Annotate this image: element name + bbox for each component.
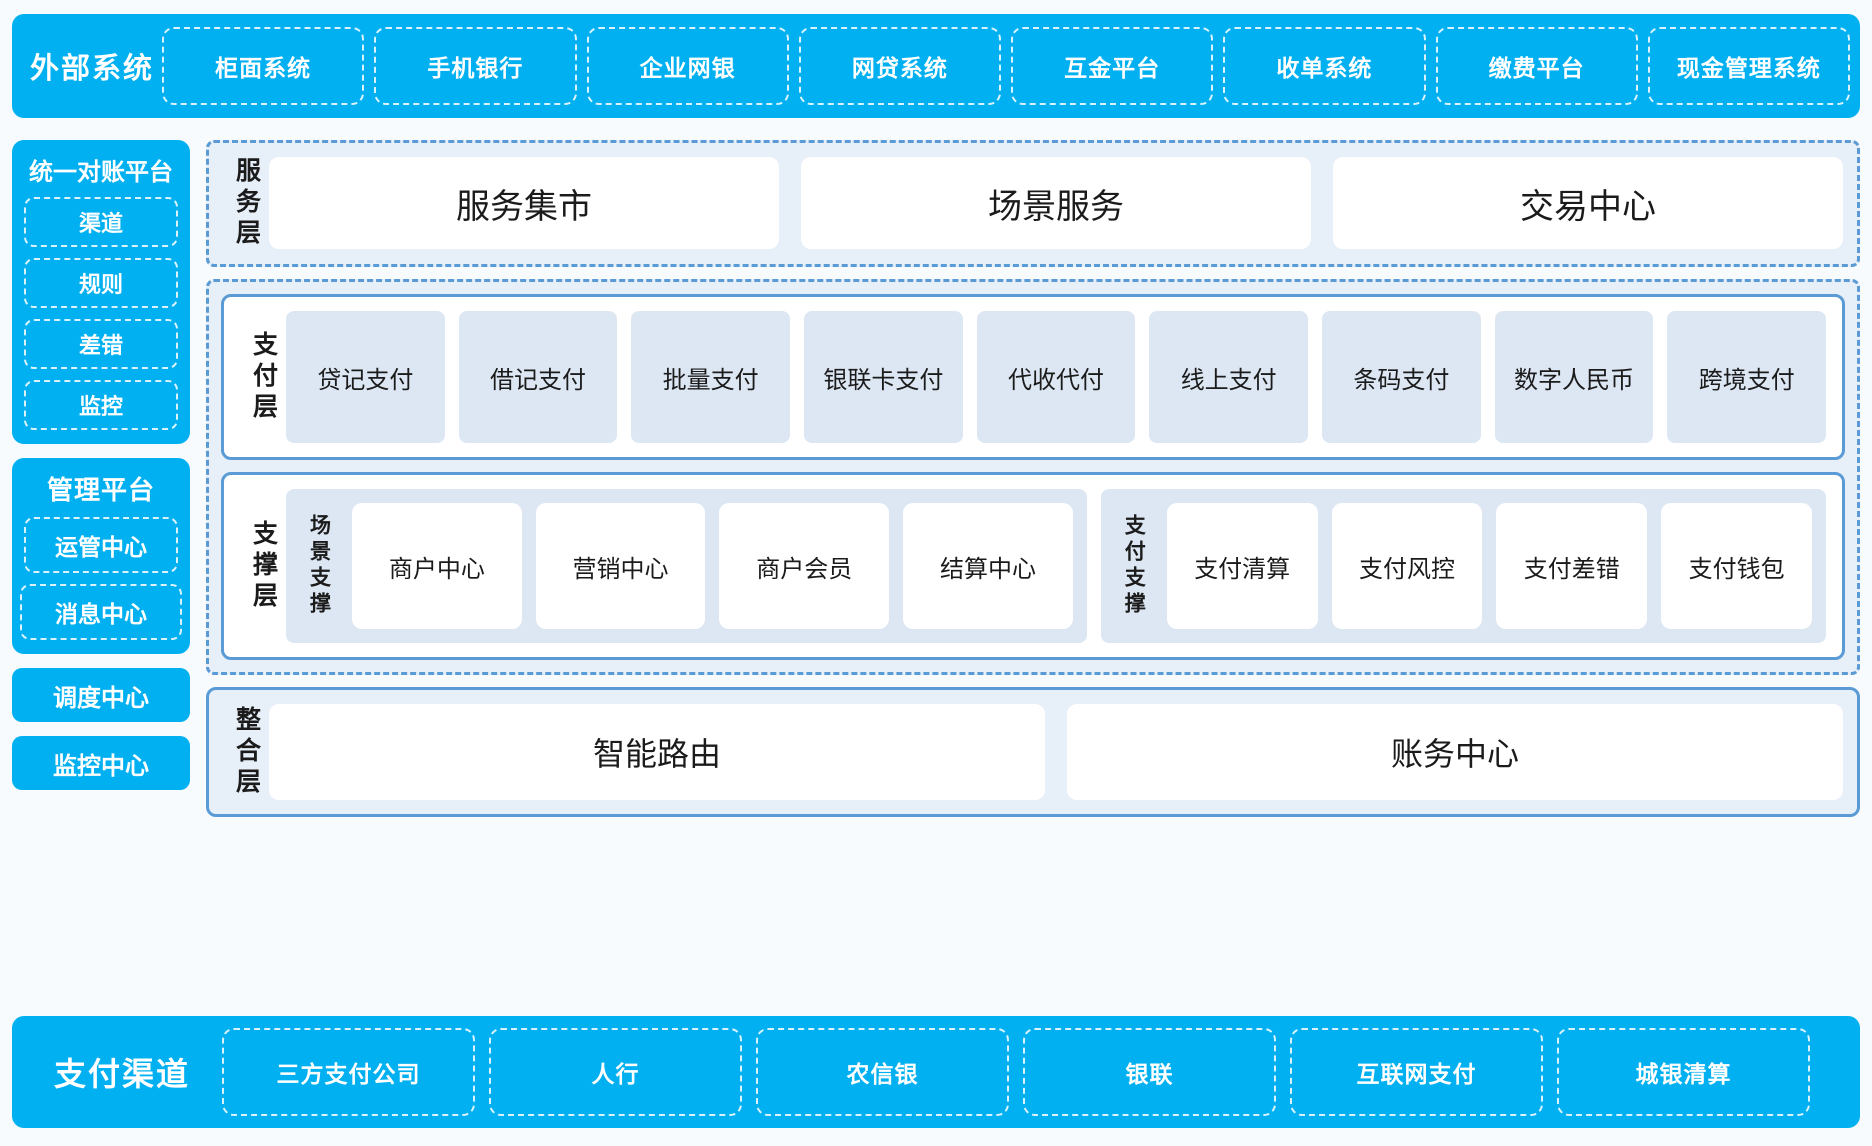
sidebar-item-ops-center[interactable]: 运管中心 — [24, 517, 178, 573]
integration-card-accounting-center[interactable]: 账务中心 — [1067, 704, 1843, 800]
external-system-item[interactable]: 手机银行 — [374, 27, 577, 105]
reconcile-platform-panel: 统一对账平台 渠道 规则 差错 监控 — [12, 140, 190, 444]
payment-channel-item[interactable]: 人行 — [489, 1028, 742, 1116]
pay-support-card-error[interactable]: 支付差错 — [1496, 503, 1648, 629]
manage-platform-panel: 管理平台 运管中心 消息中心 — [12, 458, 190, 654]
scene-support-panel: 场景支撑 商户中心 营销中心 商户会员 结算中心 — [286, 489, 1087, 643]
pay-card-unionpay[interactable]: 银联卡支付 — [804, 311, 963, 443]
external-system-item[interactable]: 现金管理系统 — [1647, 27, 1850, 105]
scene-support-cards: 商户中心 营销中心 商户会员 结算中心 — [352, 503, 1073, 629]
payment-channel-item[interactable]: 互联网支付 — [1290, 1028, 1543, 1116]
external-system-item[interactable]: 收单系统 — [1223, 27, 1426, 105]
service-card-scene[interactable]: 场景服务 — [801, 157, 1311, 249]
reconcile-platform-title: 统一对账平台 — [29, 159, 173, 186]
scene-card-merchant-member[interactable]: 商户会员 — [719, 503, 890, 629]
service-layer-label: 服务层 — [232, 157, 261, 250]
core-layers-group: 支付层 贷记支付 借记支付 批量支付 银联卡支付 代收代付 线上支付 条码支付 … — [206, 279, 1860, 675]
sidebar-item-monitor-center[interactable]: 监控中心 — [12, 736, 190, 790]
external-systems-chip-list: 柜面系统 手机银行 企业网银 网贷系统 互金平台 收单系统 缴费平台 现金管理系… — [162, 27, 1850, 105]
pay-support-card-risk[interactable]: 支付风控 — [1331, 503, 1483, 629]
sidebar-item-channel[interactable]: 渠道 — [24, 197, 178, 247]
pay-card-digital-rmb[interactable]: 数字人民币 — [1494, 311, 1654, 443]
external-system-item[interactable]: 互金平台 — [1011, 27, 1214, 105]
pay-card-credit[interactable]: 贷记支付 — [286, 311, 445, 443]
payment-channels-bar: 支付渠道 三方支付公司 人行 农信银 银联 互联网支付 城银清算 — [12, 1016, 1860, 1128]
pay-card-online[interactable]: 线上支付 — [1149, 311, 1309, 443]
payment-channel-item[interactable]: 农信银 — [756, 1028, 1009, 1116]
service-layer-group: 服务层 服务集市 场景服务 交易中心 — [206, 140, 1860, 267]
external-system-item[interactable]: 柜面系统 — [162, 27, 365, 105]
scene-card-merchant-center[interactable]: 商户中心 — [352, 503, 522, 629]
integration-layer-box: 整合层 智能路由 账务中心 — [206, 687, 1860, 817]
sidebar-item-monitor[interactable]: 监控 — [24, 380, 178, 430]
pay-support-panel: 支付支撑 支付清算 支付风控 支付差错 支付钱包 — [1100, 489, 1826, 643]
pay-card-batch[interactable]: 批量支付 — [631, 311, 791, 443]
sidebar-item-rule[interactable]: 规则 — [24, 258, 178, 308]
service-card-transaction[interactable]: 交易中心 — [1333, 157, 1843, 249]
payment-channels-chip-list: 三方支付公司 人行 农信银 银联 互联网支付 城银清算 — [222, 1028, 1850, 1116]
pay-support-card-wallet[interactable]: 支付钱包 — [1661, 503, 1812, 629]
external-systems-title: 外部系统 — [29, 53, 154, 85]
pay-layer-cards: 贷记支付 借记支付 批量支付 银联卡支付 代收代付 线上支付 条码支付 数字人民… — [286, 311, 1827, 443]
sidebar-item-error[interactable]: 差错 — [24, 319, 178, 369]
pay-support-card-clearing[interactable]: 支付清算 — [1166, 503, 1318, 629]
service-layer-cards: 服务集市 场景服务 交易中心 — [269, 157, 1843, 250]
sidebar-item-schedule-center[interactable]: 调度中心 — [12, 668, 190, 722]
pay-card-debit[interactable]: 借记支付 — [458, 311, 618, 443]
support-layer-groups: 场景支撑 商户中心 营销中心 商户会员 结算中心 支付支撑 支付清算 支付风控 — [286, 489, 1826, 643]
external-system-item[interactable]: 网贷系统 — [798, 27, 1001, 105]
pay-card-cross-border[interactable]: 跨境支付 — [1667, 311, 1827, 443]
external-system-item[interactable]: 缴费平台 — [1435, 27, 1638, 105]
support-layer-box: 支撑层 场景支撑 商户中心 营销中心 商户会员 结算中心 支付支撑 — [221, 472, 1845, 660]
pay-support-label: 支付支撑 — [1122, 514, 1146, 618]
integration-layer-label: 整合层 — [232, 705, 261, 799]
payment-channel-item[interactable]: 三方支付公司 — [222, 1028, 475, 1116]
pay-card-barcode[interactable]: 条码支付 — [1322, 311, 1481, 443]
payment-channel-item[interactable]: 城银清算 — [1557, 1028, 1810, 1116]
service-card-market[interactable]: 服务集市 — [269, 157, 779, 249]
platform-layers: 服务层 服务集市 场景服务 交易中心 支付层 贷记支付 借记支付 批量支付 银联… — [206, 140, 1860, 817]
pay-layer-box: 支付层 贷记支付 借记支付 批量支付 银联卡支付 代收代付 线上支付 条码支付 … — [221, 294, 1845, 460]
pay-card-collection[interactable]: 代收代付 — [976, 311, 1136, 443]
payment-channel-item[interactable]: 银联 — [1023, 1028, 1276, 1116]
sidebar-item-message-center[interactable]: 消息中心 — [20, 584, 182, 640]
integration-card-smart-routing[interactable]: 智能路由 — [269, 704, 1045, 800]
pay-support-cards: 支付清算 支付风控 支付差错 支付钱包 — [1166, 503, 1812, 629]
manage-platform-title: 管理平台 — [46, 475, 155, 505]
external-systems-bar: 外部系统 柜面系统 手机银行 企业网银 网贷系统 互金平台 收单系统 缴费平台 … — [12, 14, 1860, 118]
pay-layer-label: 支付层 — [249, 330, 278, 424]
scene-card-settlement-center[interactable]: 结算中心 — [903, 503, 1073, 629]
integration-layer-cards: 智能路由 账务中心 — [269, 704, 1843, 800]
scene-support-label: 场景支撑 — [307, 514, 331, 618]
payment-channels-title: 支付渠道 — [53, 1056, 190, 1092]
left-sidebar: 统一对账平台 渠道 规则 差错 监控 管理平台 运管中心 消息中心 调度中心 监… — [12, 140, 190, 804]
scene-card-marketing-center[interactable]: 营销中心 — [535, 503, 706, 629]
support-layer-label: 支撑层 — [249, 519, 278, 613]
external-system-item[interactable]: 企业网银 — [586, 27, 789, 105]
